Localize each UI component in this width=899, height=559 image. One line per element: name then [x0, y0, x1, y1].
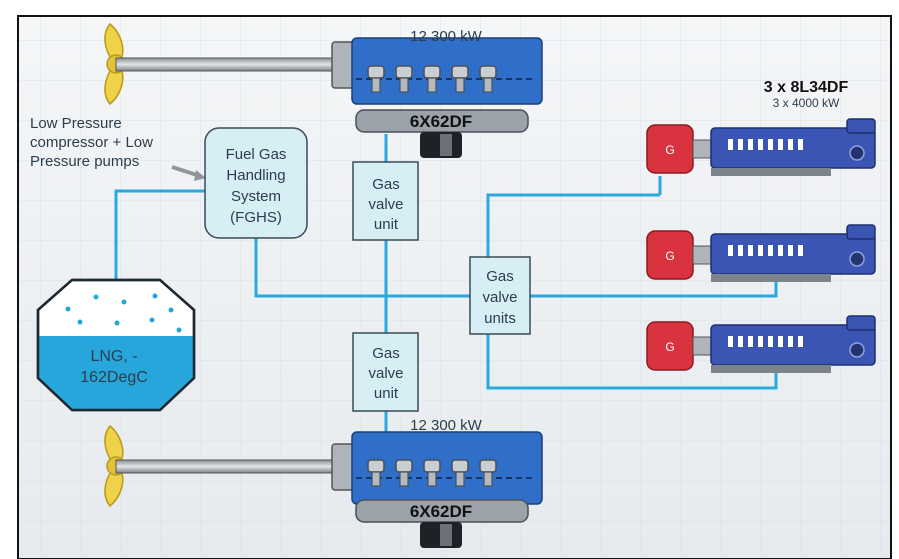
generator-set-3: G: [646, 315, 876, 373]
line-aux-bottom: [486, 334, 778, 390]
main-engine-bottom-model: 6X62DF: [410, 502, 472, 521]
svg-text:valve: valve: [368, 196, 403, 213]
svg-text:compressor + Low: compressor + Low: [30, 134, 153, 151]
generator-set-1: G: [646, 118, 876, 176]
generator-label: G: [665, 143, 674, 157]
main-engine-top-model: 6X62DF: [410, 112, 472, 131]
line-fghs-to-header: [254, 238, 470, 298]
svg-text:LNG, -: LNG, -: [90, 348, 137, 365]
main-engine-top: 12 300 kW 6X62DF: [104, 23, 543, 158]
svg-text:System: System: [231, 188, 281, 205]
vapor-dots: [65, 293, 182, 333]
panel-border: [17, 15, 892, 559]
aux-engines-title: 3 x 8L34DF: [764, 79, 849, 96]
main-engine-bottom: 12 300 kW 6X62DF: [104, 417, 543, 548]
generator-label: G: [665, 340, 674, 354]
svg-text:Gas: Gas: [486, 268, 514, 285]
svg-text:Fuel Gas: Fuel Gas: [226, 146, 287, 163]
line-tank-to-fghs: [114, 189, 205, 280]
generator-set-2: G: [646, 224, 876, 282]
annotation-arrowhead: [194, 170, 206, 181]
propeller-shaft: [115, 57, 343, 72]
svg-text:162DegC: 162DegC: [80, 369, 148, 386]
svg-text:valve: valve: [482, 289, 517, 306]
main-engine-top-power: 12 300 kW: [410, 28, 483, 45]
svg-text:unit: unit: [374, 385, 399, 402]
main-engine-bottom-power: 12 300 kW: [410, 417, 483, 434]
shaft-flange: [331, 41, 355, 89]
svg-text:units: units: [484, 310, 516, 327]
shaft-flange: [331, 443, 355, 491]
svg-text:unit: unit: [374, 216, 399, 233]
svg-text:(FGHS): (FGHS): [230, 209, 282, 226]
svg-text:Pressure pumps: Pressure pumps: [30, 153, 139, 170]
lng-liquid: [38, 336, 194, 410]
annotation-lp-compressor: Low Pressure compressor + Low Pressure p…: [30, 115, 206, 181]
generator-label: G: [665, 249, 674, 263]
line-aux-top: [486, 193, 660, 257]
svg-text:Gas: Gas: [372, 176, 400, 193]
svg-text:Gas: Gas: [372, 345, 400, 362]
propeller-shaft: [115, 459, 343, 474]
svg-text:Handling: Handling: [226, 167, 285, 184]
lng-tank: LNG, - 162DegC: [36, 278, 196, 412]
svg-text:valve: valve: [368, 365, 403, 382]
gas-valve-units-aux: Gas valve units: [469, 256, 531, 335]
gas-valve-unit-top: Gas valve unit: [352, 161, 419, 241]
svg-text:Low Pressure: Low Pressure: [30, 115, 122, 132]
gas-valve-unit-bottom: Gas valve unit: [352, 332, 419, 412]
aux-engines-subtitle: 3 x 4000 kW: [773, 96, 840, 110]
fghs-box: Fuel Gas Handling System (FGHS): [204, 127, 308, 239]
